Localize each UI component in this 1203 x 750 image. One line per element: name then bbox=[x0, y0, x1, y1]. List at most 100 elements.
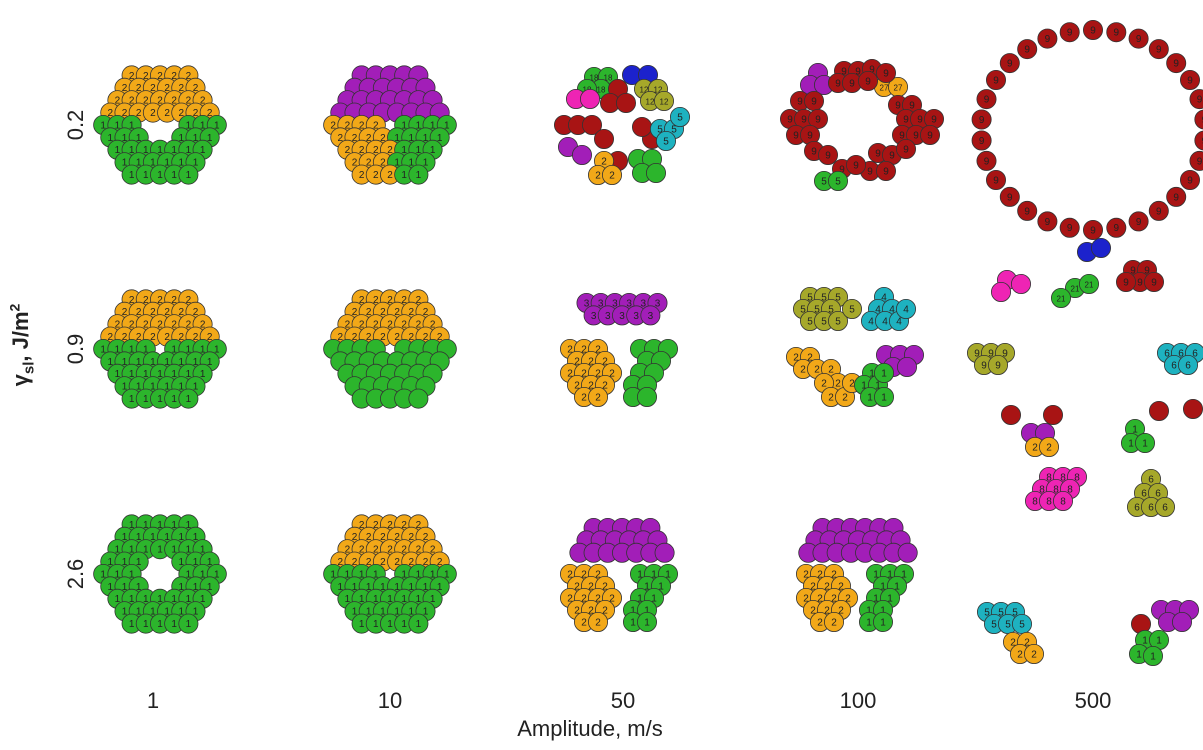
particle-0-2-amp-1-label: 2 bbox=[150, 83, 156, 94]
particle-0-9-amp-10-label: 2 bbox=[423, 307, 429, 318]
particle-0-9-amp-500-label: 9 bbox=[988, 348, 994, 359]
particle-0-2-amp-1-label: 1 bbox=[115, 120, 121, 131]
particle-0-2-amp-10-label: 1 bbox=[423, 133, 429, 144]
particle-2-6-amp-10-label: 2 bbox=[380, 557, 386, 568]
particle-2-6-amp-10-label: 1 bbox=[366, 582, 372, 593]
particle-0-2-amp-500-label: 9 bbox=[1187, 175, 1193, 186]
particle-2-6-amp-10-label: 1 bbox=[409, 607, 415, 618]
particle-0-9-amp-100-label: 2 bbox=[821, 378, 827, 389]
particle-2-6-amp-10-label: 2 bbox=[366, 557, 372, 568]
particle-2-6-amp-500-label: 1 bbox=[1150, 651, 1156, 662]
particle-0-2-amp-500-label: 9 bbox=[1067, 28, 1073, 39]
particle-0-2-amp-100-label: 9 bbox=[889, 150, 895, 161]
particle-0-2-amp-1-label: 1 bbox=[129, 145, 135, 156]
particle-0-2-amp-1-label: 1 bbox=[136, 158, 142, 169]
particle-0-2-amp-10-label: 2 bbox=[345, 145, 351, 156]
particle-2-6-amp-10-label: 1 bbox=[359, 619, 365, 630]
particle-2-6-amp-10-label: 2 bbox=[423, 532, 429, 543]
particle-0-9-amp-100 bbox=[828, 310, 849, 331]
particle-0-2-amp-500 bbox=[971, 109, 992, 130]
particle-0-9-amp-10-label: 2 bbox=[359, 320, 365, 331]
particle-2-6-amp-100-label: 1 bbox=[880, 605, 886, 616]
particle-2-6-amp-1-label: 1 bbox=[108, 582, 114, 593]
particle-0-9-amp-100-label: 4 bbox=[889, 304, 895, 315]
particle-2-6-amp-10-label: 1 bbox=[416, 619, 422, 630]
particle-0-9-amp-500-label: 1 bbox=[1132, 424, 1138, 435]
particle-0-9-amp-100-label: 5 bbox=[807, 316, 813, 327]
particle-0-2-amp-100-label: 9 bbox=[883, 166, 889, 177]
particle-0-2-amp-1-label: 2 bbox=[200, 96, 206, 107]
particle-0-9-amp-100 bbox=[874, 386, 895, 407]
particle-0-2-amp-100-label: 9 bbox=[895, 100, 901, 111]
particle-0-2-amp-500-label: 9 bbox=[1123, 277, 1129, 288]
particle-0-9-amp-1-label: 2 bbox=[157, 320, 163, 331]
x-tick-50: 50 bbox=[610, 688, 636, 713]
particle-2-6-amp-10-label: 2 bbox=[437, 557, 443, 568]
particle-2-6-amp-10-label: 2 bbox=[394, 557, 400, 568]
particle-0-2-amp-500 bbox=[986, 169, 1007, 190]
particle-0-9-amp-1-label: 1 bbox=[115, 369, 121, 380]
particle-0-9-amp-1-label: 1 bbox=[108, 357, 114, 368]
particle-0-2-amp-10-label: 2 bbox=[373, 120, 379, 131]
particle-0-2-amp-1 bbox=[178, 164, 199, 185]
particle-0-9-amp-500 bbox=[1001, 404, 1022, 425]
particle-0-9-amp-10-label: 2 bbox=[352, 332, 358, 343]
particle-2-6-amp-1-label: 1 bbox=[122, 607, 128, 618]
particle-0-9-amp-1-label: 2 bbox=[129, 320, 135, 331]
particle-0-9-amp-500-label: 1 bbox=[1142, 438, 1148, 449]
particle-0-9-amp-100-label: 4 bbox=[875, 304, 881, 315]
particle-0-2-amp-10-label: 2 bbox=[387, 170, 393, 181]
particle-2-6-amp-10-label: 1 bbox=[409, 582, 415, 593]
particle-0-2-amp-500 bbox=[1194, 130, 1203, 151]
particle-0-2-amp-1-label: 1 bbox=[100, 120, 106, 131]
particle-0-9-amp-1-label: 1 bbox=[164, 382, 170, 393]
particle-2-6-amp-500 bbox=[1024, 644, 1045, 665]
particle-2-6-amp-1-label: 1 bbox=[171, 520, 177, 531]
particle-0-9-amp-100-label: 4 bbox=[868, 316, 874, 327]
particle-2-6-amp-10-label: 1 bbox=[359, 569, 365, 580]
particle-0-2-amp-100-label: 9 bbox=[835, 78, 841, 89]
particle-0-9-amp-10-label: 2 bbox=[373, 320, 379, 331]
particle-0-2-amp-1-label: 2 bbox=[115, 96, 121, 107]
particle-0-2-amp-50-label: 12 bbox=[660, 97, 669, 106]
particle-0-9-amp-10-label: 2 bbox=[380, 307, 386, 318]
particle-0-2-amp-1-label: 2 bbox=[164, 83, 170, 94]
particle-2-6-amp-10-label: 1 bbox=[401, 594, 407, 605]
particle-0-2-amp-10-label: 2 bbox=[359, 170, 365, 181]
particle-2-6-amp-1-label: 1 bbox=[207, 557, 213, 568]
particle-0-9-amp-1-label: 2 bbox=[122, 307, 128, 318]
particle-0-9-amp-100-label: 4 bbox=[903, 304, 909, 315]
particle-0-2-amp-500-label: 9 bbox=[979, 136, 985, 147]
particle-2-6-amp-100-label: 1 bbox=[866, 605, 872, 616]
particle-2-6-amp-10-label: 1 bbox=[394, 582, 400, 593]
particle-2-6-amp-10-label: 1 bbox=[423, 607, 429, 618]
particle-0-2-amp-100-label: 9 bbox=[917, 114, 923, 125]
particle-0-2-amp-1-label: 1 bbox=[143, 170, 149, 181]
particle-2-6-amp-1-label: 1 bbox=[186, 569, 192, 580]
particle-0-9-amp-50-label: 3 bbox=[655, 298, 661, 309]
particle-0-2-amp-10-label: 2 bbox=[352, 133, 358, 144]
particle-0-2-amp-10-label: 2 bbox=[366, 158, 372, 169]
particle-0-2-amp-100 bbox=[818, 144, 839, 165]
particle-0-9-amp-1 bbox=[178, 388, 199, 409]
particle-2-6-amp-1-label: 1 bbox=[157, 619, 163, 630]
particle-0-9-amp-1-label: 1 bbox=[171, 369, 177, 380]
particle-2-6-amp-50 bbox=[588, 612, 609, 633]
particle-0-9-amp-100-label: 1 bbox=[869, 368, 875, 379]
particle-0-2-amp-100-label: 9 bbox=[931, 114, 937, 125]
particle-0-2-amp-500-label: 9 bbox=[1007, 192, 1013, 203]
particle-0-2-amp-10 bbox=[408, 164, 429, 185]
particle-0-9-amp-100-label: 2 bbox=[828, 392, 834, 403]
particle-2-6-amp-10-label: 1 bbox=[387, 594, 393, 605]
particle-2-6-amp-10-label: 2 bbox=[366, 532, 372, 543]
particle-0-2-amp-500-label: 9 bbox=[1156, 45, 1162, 56]
particle-0-2-amp-100 bbox=[896, 138, 917, 159]
particle-2-6-amp-50-label: 2 bbox=[567, 593, 573, 604]
particle-0-2-amp-500-label: 9 bbox=[979, 115, 985, 126]
particle-0-2-amp-100-label: 9 bbox=[869, 64, 875, 75]
particle-0-9-amp-100-label: 5 bbox=[821, 292, 827, 303]
particle-0-2-amp-100-label: 9 bbox=[875, 148, 881, 159]
particle-0-2-amp-500 bbox=[1083, 19, 1104, 41]
particle-0-2-amp-1-label: 1 bbox=[179, 158, 185, 169]
